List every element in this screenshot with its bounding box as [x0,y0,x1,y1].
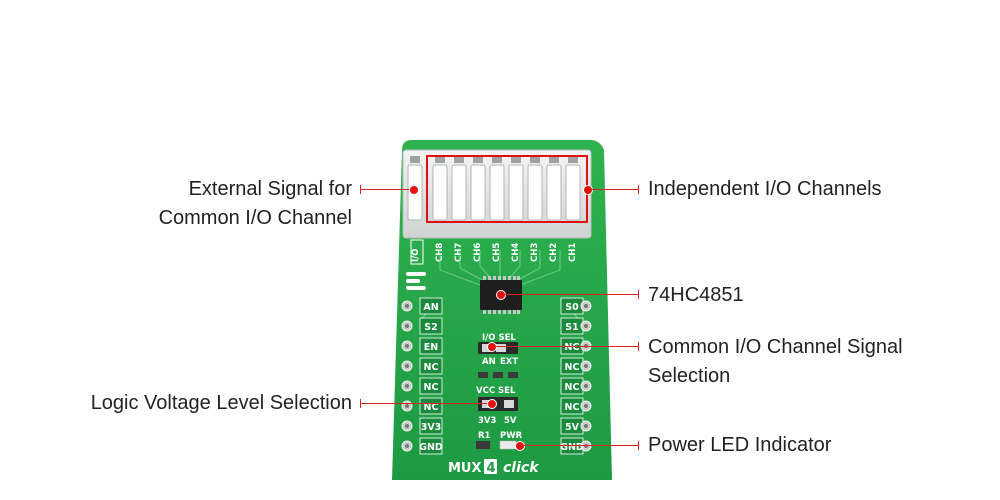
left-pin-label-en: EN [424,342,438,353]
channel-label-ch7: CH7 [454,243,464,262]
right-pin-label-nc: NC [565,362,580,373]
left-pin-label-nc: NC [424,362,439,373]
channel-label-io: I/O [411,249,421,263]
callout-chip-dot [496,290,506,300]
callout-common-io-selection-line2: Selection [648,365,731,387]
callout-common-io-selection: Common I/O Channel Signal Selection [648,333,903,391]
callout-independent-line [590,189,638,190]
callout-logic-dot [487,399,497,409]
callout-pwr-tick [638,441,639,450]
channel-label-ch1: CH1 [568,243,578,262]
callout-independent-io: Independent I/O Channels [648,178,882,200]
channel-label-ch2: CH2 [549,243,559,262]
callout-chip-line [504,294,638,295]
channel-label-ch5: CH5 [492,243,502,262]
callout-external-line [360,189,412,190]
right-pin-label-5v: 5V [565,422,580,433]
callout-io-sel-tick [638,342,639,351]
callout-pwr-line [523,445,638,446]
board-name-suffix: click [503,460,540,476]
callout-independent-dot [583,185,593,195]
io-sel-right-label: EXT [500,357,518,367]
callout-io-sel-line [495,346,638,347]
vcc-sel-label: VCC SEL [476,386,516,396]
pwr-label: PWR [500,431,523,441]
board-name-number: 4 [487,461,496,476]
callout-independent-tick [638,185,639,194]
callout-logic-line [360,403,490,404]
callout-external-signal: External Signal for Common I/O Channel [100,175,352,233]
terminal-slots [407,164,581,221]
callout-power-led: Power LED Indicator [648,434,832,456]
callout-external-signal-line2: Common I/O Channel [158,207,352,229]
io-sel-left-label: AN [482,357,496,367]
callout-chip-tick [638,290,639,299]
mikroe-logo-icon [406,272,426,290]
left-pin-label-s2: S2 [424,322,437,333]
right-pin-label-nc: NC [565,382,580,393]
left-pin-label-an: AN [423,302,438,313]
r1-label: R1 [478,431,491,441]
right-pin-label-s1: S1 [565,322,578,333]
right-pin-label-nc: NC [565,342,580,353]
channel-label-ch3: CH3 [530,243,540,262]
callout-common-io-selection-line1: Common I/O Channel Signal [648,336,903,358]
callout-external-dot [409,185,419,195]
right-pin-label-gnd: GND [560,442,584,453]
left-pin-label-3v3: 3V3 [421,422,442,433]
left-pin-label-gnd: GND [419,442,443,453]
board-name-prefix: MUX [448,461,482,476]
right-pin-label-s0: S0 [565,302,579,313]
terminal-holes [410,156,578,163]
callout-chip: 74HC4851 [648,284,744,306]
callout-logic-voltage: Logic Voltage Level Selection [90,392,352,414]
vcc-sel-left-label: 3V3 [478,416,496,426]
callout-io-sel-dot [487,342,497,352]
vcc-sel-right-label: 5V [504,416,517,426]
callout-pwr-dot [515,441,525,451]
callout-external-signal-line1: External Signal for [188,178,352,200]
left-pin-label-nc: NC [424,382,439,393]
smd-resistors [478,372,518,378]
right-pin-label-nc: NC [565,402,580,413]
power-led [499,440,517,450]
left-pin-label-nc: NC [424,402,439,413]
channel-label-ch6: CH6 [473,243,483,262]
channel-label-ch4: CH4 [511,243,521,262]
io-sel-label: I/O SEL [482,333,516,343]
